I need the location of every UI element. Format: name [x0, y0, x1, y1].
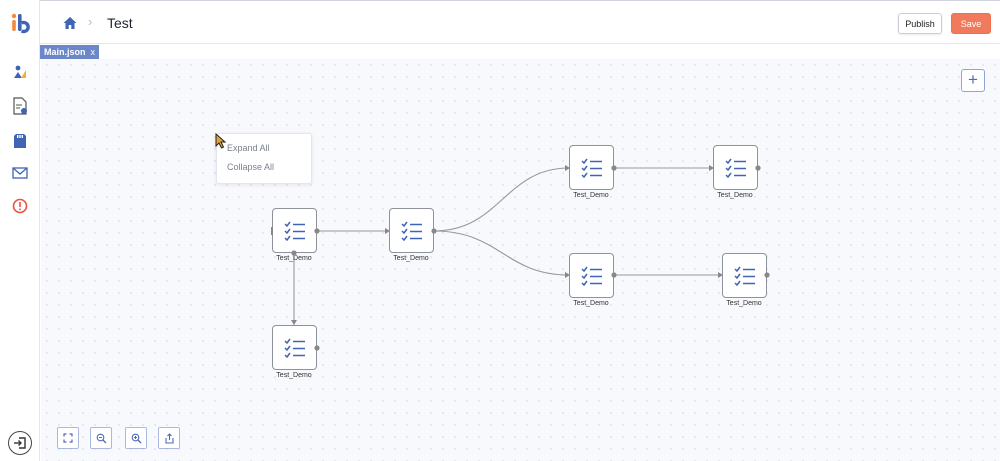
- flow-node[interactable]: [272, 325, 317, 370]
- checklist-icon: [283, 221, 305, 241]
- node-label: Test_Demo: [573, 192, 609, 199]
- document-settings-icon[interactable]: [10, 96, 30, 116]
- node-label: Test_Demo: [276, 255, 312, 262]
- tab-close-icon[interactable]: x: [90, 47, 96, 57]
- publish-button[interactable]: Publish: [898, 13, 942, 34]
- tab-label: Main.json: [44, 47, 86, 57]
- checklist-icon: [724, 158, 746, 178]
- checklist-icon: [580, 266, 602, 286]
- checklist-icon: [400, 221, 422, 241]
- node-label: Test_Demo: [573, 300, 609, 307]
- header-bar: › Test Publish Save: [40, 0, 1000, 44]
- mouse-cursor-icon: [215, 133, 227, 149]
- mail-icon[interactable]: [10, 163, 30, 183]
- checklist-icon: [283, 338, 305, 358]
- flow-node[interactable]: [569, 253, 614, 298]
- node-label: Test_Demo: [393, 255, 429, 262]
- flow-node[interactable]: [713, 145, 758, 190]
- sidebar: [0, 0, 40, 461]
- export-icon[interactable]: [158, 427, 180, 449]
- alert-icon[interactable]: [10, 196, 30, 216]
- tab-main-json[interactable]: Main.json x: [40, 45, 100, 59]
- logout-icon[interactable]: [8, 431, 32, 455]
- fit-view-icon[interactable]: [57, 427, 79, 449]
- checklist-icon: [733, 266, 755, 286]
- storage-icon[interactable]: [10, 131, 30, 151]
- node-label: Test_Demo: [276, 372, 312, 379]
- node-label: Test_Demo: [726, 300, 762, 307]
- home-icon[interactable]: [62, 15, 78, 31]
- node-label: Test_Demo: [717, 192, 753, 199]
- context-menu: Expand All Collapse All: [216, 133, 312, 184]
- checklist-icon: [580, 158, 602, 178]
- menu-item-expand-all[interactable]: Expand All: [227, 143, 270, 153]
- flow-node[interactable]: [722, 253, 767, 298]
- breadcrumb-chevron-icon: ›: [88, 14, 93, 29]
- page-title: Test: [107, 15, 133, 31]
- add-node-button[interactable]: +: [961, 69, 985, 92]
- zoom-out-icon[interactable]: [90, 427, 112, 449]
- zoom-in-icon[interactable]: [125, 427, 147, 449]
- app-logo-icon[interactable]: [10, 12, 30, 34]
- flow-node[interactable]: [569, 145, 614, 190]
- menu-item-collapse-all[interactable]: Collapse All: [227, 162, 275, 172]
- flow-node[interactable]: [389, 208, 434, 253]
- flow-node[interactable]: [272, 208, 317, 253]
- save-button[interactable]: Save: [951, 13, 991, 34]
- flow-icon[interactable]: [10, 62, 30, 82]
- flow-canvas[interactable]: [41, 59, 1000, 461]
